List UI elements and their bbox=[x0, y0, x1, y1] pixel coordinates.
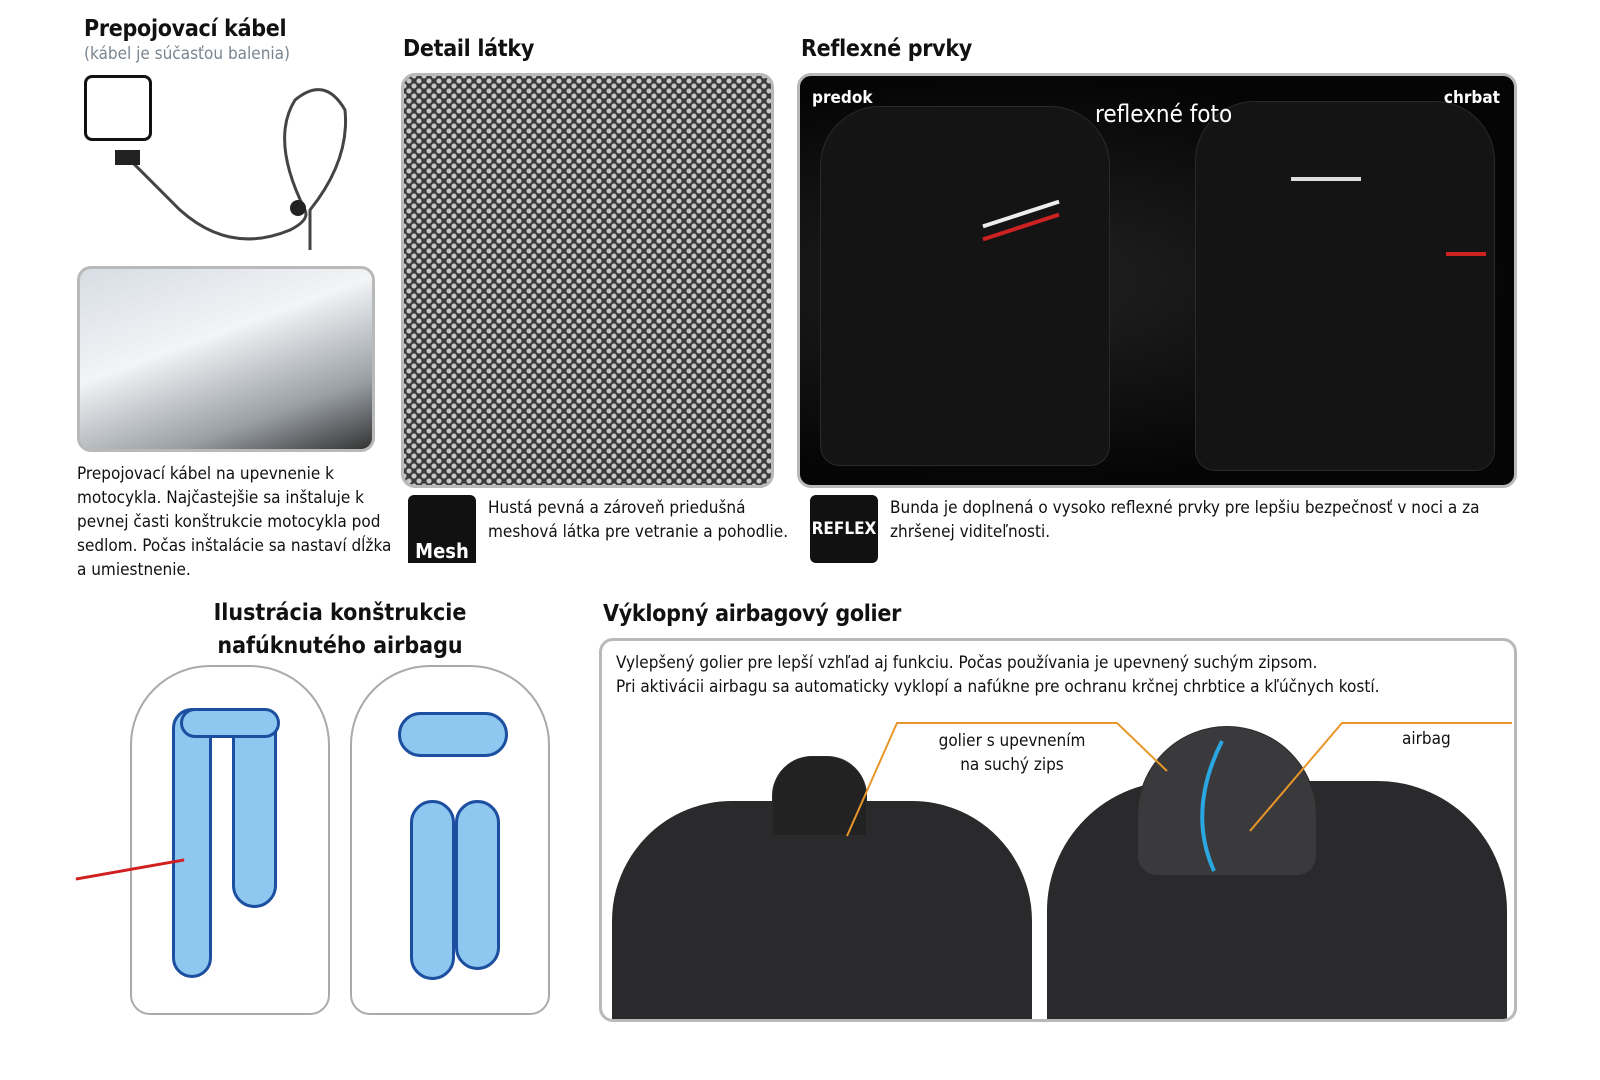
mesh-badge-label: Mesh bbox=[408, 539, 476, 563]
airbag-illustration-title: Ilustrácia konštrukcie nafúknutého airba… bbox=[150, 597, 530, 663]
reflex-badge: REFLEX bbox=[810, 495, 878, 563]
reflex-badge-label: REFLEX bbox=[811, 519, 877, 539]
collar-panel: Vylepšený golier pre lepší vzhľad aj fun… bbox=[599, 638, 1517, 1022]
cable-image bbox=[115, 88, 348, 250]
front-label: predok bbox=[812, 88, 873, 108]
cable-description: Prepojovací kábel na upevnenie k motocyk… bbox=[77, 464, 392, 580]
airbag-title-line2: nafúknutého airbagu bbox=[217, 633, 463, 659]
callout-collar-line2: na suchý zips bbox=[960, 755, 1064, 775]
fabric-photo bbox=[401, 73, 774, 488]
airbag-back-collar bbox=[398, 712, 508, 757]
airbag-back-left bbox=[410, 800, 455, 980]
airbag-front-left bbox=[172, 708, 212, 978]
collar-line1: Vylepšený golier pre lepší vzhľad aj fun… bbox=[616, 653, 1318, 673]
collar-open bbox=[1137, 726, 1317, 876]
reflex-description: Bunda je doplnená o vysoko reflexné prvk… bbox=[890, 498, 1480, 542]
airbag-back-right bbox=[455, 800, 500, 970]
airbag-title-line1: Ilustrácia konštrukcie bbox=[213, 600, 467, 626]
figure-back bbox=[350, 665, 550, 1015]
back-label: chrbat bbox=[1443, 88, 1500, 108]
cable-icon bbox=[84, 75, 152, 141]
fabric-title: Detail látky bbox=[403, 36, 535, 62]
collar-line2: Pri aktivácii airbagu sa automaticky vyk… bbox=[616, 677, 1380, 697]
reflex-photo: predok reflexné foto chrbat bbox=[797, 73, 1517, 488]
callout-collar: golier s upevnením na suchý zips bbox=[902, 729, 1122, 777]
reflex-title: Reflexné prvky bbox=[801, 36, 972, 62]
cable-title: Prepojovací kábel bbox=[84, 16, 287, 42]
mesh-badge: Mesh bbox=[408, 495, 476, 563]
collar-closed bbox=[772, 756, 867, 836]
jacket-back bbox=[1195, 101, 1495, 471]
callout-lines bbox=[846, 722, 1512, 872]
airbag-front-right bbox=[232, 708, 277, 908]
collar-title: Výklopný airbagový golier bbox=[603, 601, 901, 627]
fabric-description: Hustá pevná a zároveň priedušná meshová … bbox=[488, 498, 789, 542]
reflex-photo-label: reflexné foto bbox=[1095, 100, 1233, 128]
cable-subtitle: (kábel je súčasťou balenia) bbox=[84, 44, 290, 64]
motorcycle-photo bbox=[77, 266, 375, 452]
collar-jacket-closed bbox=[612, 801, 1032, 1019]
figure-front bbox=[130, 665, 330, 1015]
jacket-front bbox=[820, 106, 1110, 466]
callout-airbag: airbag bbox=[1402, 729, 1451, 749]
airbag-front-collar bbox=[180, 708, 280, 738]
callout-collar-line1: golier s upevnením bbox=[938, 731, 1086, 751]
